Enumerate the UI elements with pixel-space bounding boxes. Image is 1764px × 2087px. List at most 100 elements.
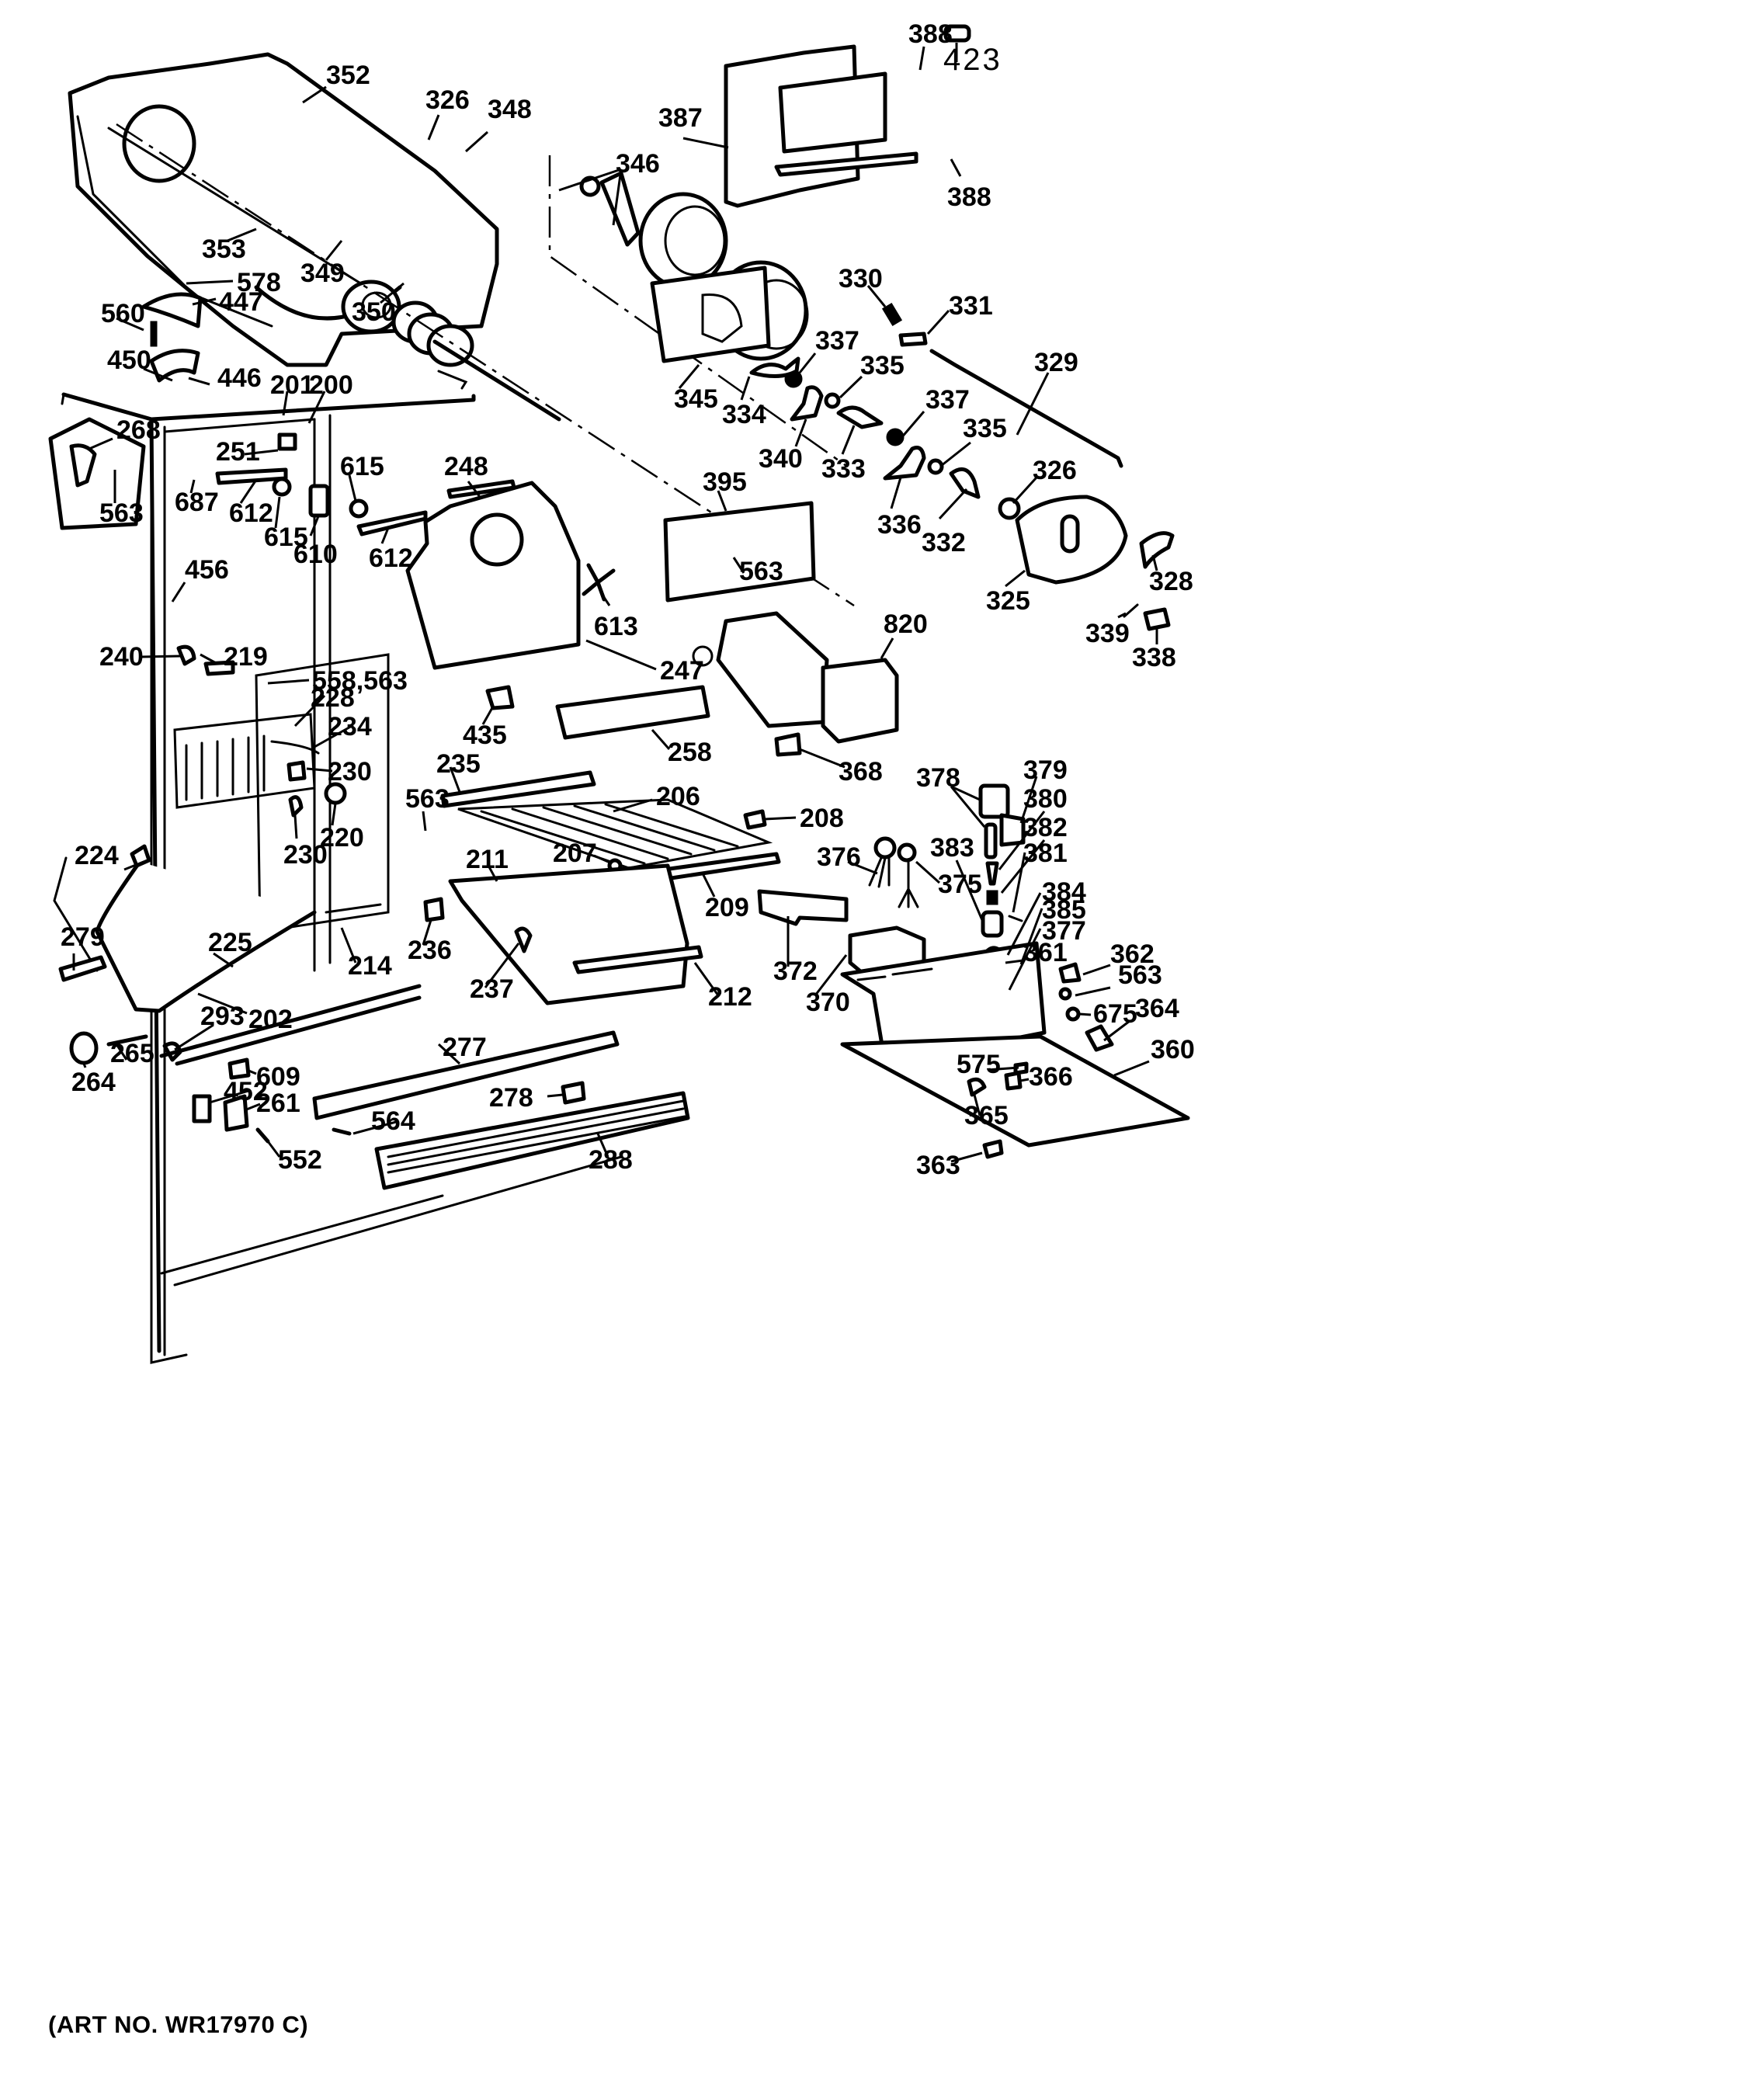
handle-237: [514, 926, 533, 953]
callout-325: 325: [986, 586, 1030, 616]
callout-372: 372: [773, 957, 818, 986]
bushing-326b: [998, 497, 1021, 520]
callout-370: 370: [806, 988, 850, 1017]
wire-234: [270, 740, 320, 755]
callout-264: 264: [71, 1068, 116, 1097]
evaporator-coil-228: [173, 713, 316, 809]
callout-423: 423: [943, 43, 1002, 77]
cover-379: [999, 813, 1026, 847]
callout-labels: 352 353 326 348 346 349 350 387 388 388 …: [61, 19, 1195, 1180]
callout-333: 333: [821, 454, 866, 484]
callout-363: 363: [916, 1151, 960, 1180]
callout-225: 225: [208, 928, 252, 957]
callout-456: 456: [185, 555, 229, 585]
callout-211: 211: [466, 845, 509, 874]
callout-361: 361: [1023, 938, 1068, 967]
callout-248: 248: [444, 452, 488, 481]
callout-615-b: 615: [340, 452, 384, 481]
callout-364: 364: [1135, 994, 1179, 1023]
callout-228: 228: [311, 683, 355, 713]
callout-335-a: 335: [860, 351, 905, 380]
lever-340: [790, 385, 824, 422]
plug-575: [1013, 1061, 1029, 1075]
callout-235: 235: [436, 749, 481, 779]
washer-675: [1065, 1006, 1081, 1022]
drain-outline: [53, 856, 99, 972]
pin-339: [1123, 603, 1139, 618]
callout-380: 380: [1023, 784, 1068, 814]
blade-348: [599, 171, 641, 247]
bracket-446: [149, 349, 200, 383]
pin-380: [985, 861, 999, 886]
callout-675: 675: [1093, 999, 1137, 1029]
drain-tube-225: [95, 859, 317, 1013]
mount-365: [967, 1077, 987, 1097]
cover-372: [757, 889, 849, 926]
axle-265: [106, 1034, 148, 1047]
clip-368: [774, 732, 802, 757]
callout-335-b: 335: [963, 414, 1007, 443]
callout-207: 207: [553, 839, 597, 868]
spring-330: [881, 302, 903, 327]
socket-251: [277, 432, 297, 451]
grommet-220: [324, 782, 347, 805]
roller-264: [69, 1031, 99, 1065]
bushing-615b: [349, 498, 369, 519]
callout-687: 687: [175, 488, 219, 517]
callout-214: 214: [348, 951, 392, 981]
callout-376: 376: [817, 842, 861, 872]
callout-237: 237: [470, 974, 514, 1004]
callout-346: 346: [616, 149, 660, 179]
panel-395: [663, 501, 816, 602]
callout-381: 381: [1023, 839, 1068, 868]
callout-613: 613: [594, 612, 638, 641]
cap-423: [943, 24, 971, 43]
callout-332: 332: [922, 528, 966, 557]
light-socket-268: [69, 443, 97, 488]
callout-384: 384: [1042, 877, 1086, 907]
bracket-230a: [286, 760, 307, 782]
bracket-279: [58, 955, 107, 982]
callout-230-b: 230: [283, 840, 328, 870]
callout-615-a: 615: [264, 523, 308, 552]
pin-381: [1008, 915, 1023, 922]
damper-378: [978, 783, 1010, 819]
callout-450: 450: [107, 346, 151, 375]
switch-610: [308, 484, 330, 518]
callout-563-a: 563: [99, 498, 144, 528]
callout-338: 338: [1132, 643, 1176, 672]
support-208: [743, 809, 767, 830]
callout-251: 251: [216, 437, 260, 467]
callout-348: 348: [488, 95, 532, 124]
callout-336: 336: [877, 510, 922, 540]
callout-575: 575: [957, 1050, 1001, 1079]
art-number-caption: (ART NO. WR17970 C): [48, 2011, 309, 2038]
callout-200: 200: [309, 370, 353, 400]
callout-236: 236: [408, 936, 452, 965]
washer-335a: [824, 392, 841, 409]
leader-lines: [72, 43, 1158, 1163]
callout-447: 447: [219, 287, 263, 317]
callout-212: 212: [708, 982, 752, 1012]
callout-288: 288: [589, 1145, 633, 1175]
callout-202: 202: [248, 1005, 293, 1034]
callout-609: 609: [256, 1062, 300, 1092]
callout-375: 375: [938, 870, 982, 899]
callout-278: 278: [489, 1083, 533, 1113]
callout-326: 326: [425, 85, 470, 115]
callout-345: 345: [674, 384, 718, 414]
callout-366: 366: [1029, 1062, 1073, 1092]
cam-332: [949, 467, 981, 499]
callout-340: 340: [759, 444, 803, 474]
mount-366: [1004, 1071, 1023, 1091]
callout-349: 349: [300, 259, 345, 288]
shroud-258: [555, 685, 710, 740]
callout-329: 329: [1034, 348, 1078, 377]
bracket-236: [423, 897, 445, 922]
callout-352: 352: [326, 61, 370, 90]
foot-363: [982, 1139, 1004, 1159]
screw-552: [255, 1127, 270, 1144]
screw-563d: [1058, 987, 1072, 1001]
air-duct-247: [405, 479, 581, 670]
callout-388-top: 388: [908, 19, 953, 49]
